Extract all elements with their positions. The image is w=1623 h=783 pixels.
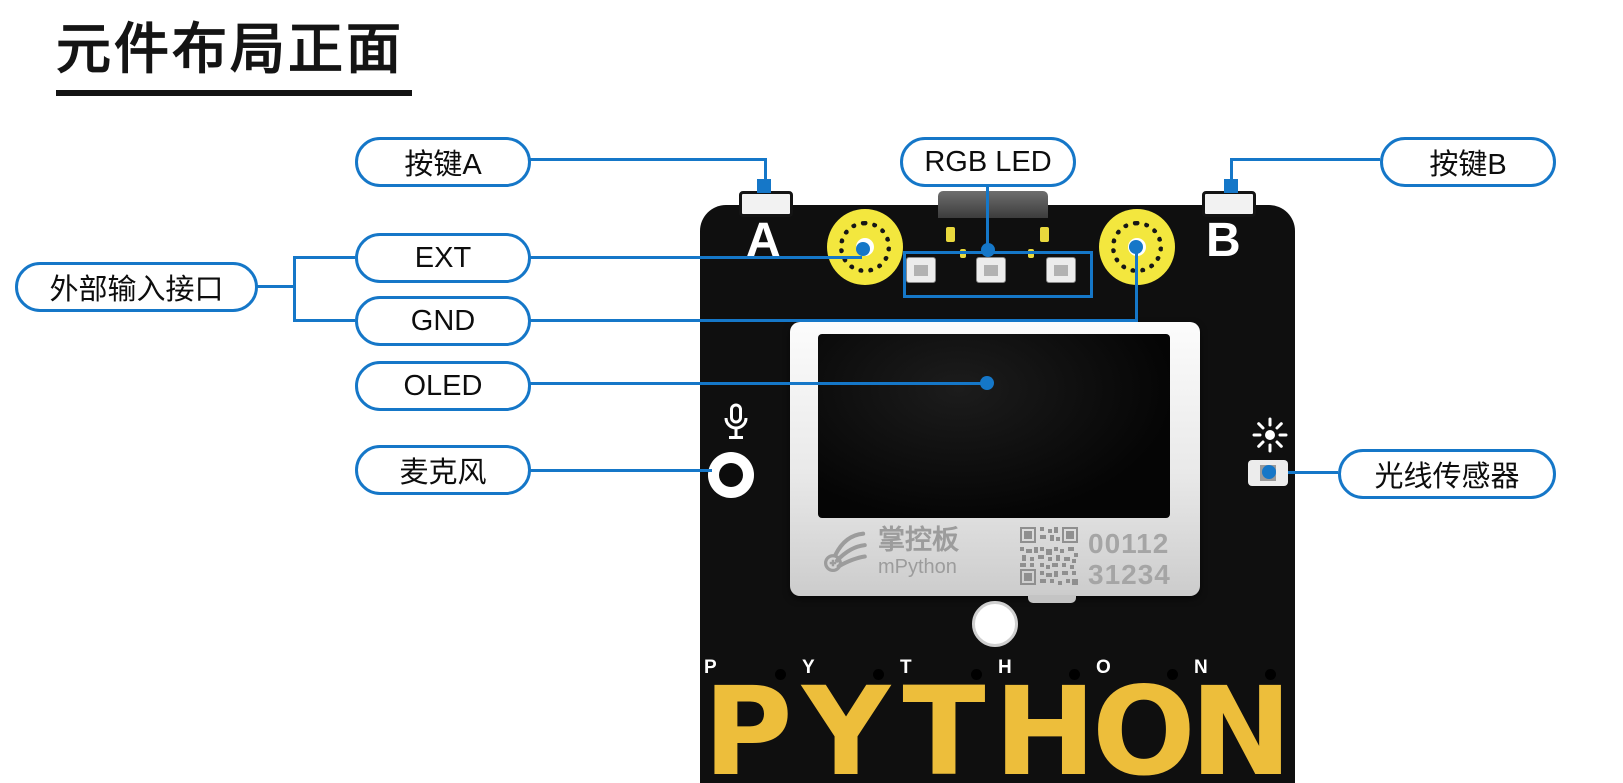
callout-marker-gnd-pad	[1129, 240, 1143, 254]
touch-key-y: Y Y	[798, 655, 894, 783]
serial-line-1: 00112	[1088, 528, 1170, 559]
callout-marker-light-sensor	[1262, 465, 1276, 479]
connector-button-a-vertical	[764, 158, 767, 187]
connector-rgb-led-vertical	[986, 187, 989, 245]
callout-rgb-led: RGB LED	[900, 137, 1076, 187]
callout-light-sensor: 光线传感器	[1338, 449, 1556, 499]
oled-screen	[818, 334, 1170, 518]
oled-module: 掌控板 mPython	[790, 322, 1200, 603]
serial-number: 00112 31234	[1088, 528, 1171, 590]
connector-gnd-vertical	[1135, 247, 1138, 322]
connector-oled-horizontal	[530, 382, 986, 385]
rgb-led-2-die	[984, 264, 998, 276]
connector-ext-horizontal	[530, 256, 862, 259]
callout-ext: EXT	[355, 233, 531, 283]
callout-gnd: GND	[355, 296, 531, 346]
button-b-tab	[1202, 191, 1256, 217]
touch-key-p-letter: P	[703, 661, 793, 783]
rgb-led-2	[976, 257, 1006, 283]
touch-key-y-contact-dot	[873, 669, 884, 680]
qr-code	[1020, 527, 1078, 585]
touch-key-p-pin-label: P	[704, 657, 717, 678]
rgb-led-1	[906, 257, 936, 283]
touch-key-n-letter: N	[1190, 661, 1293, 783]
solder-pad	[1040, 227, 1049, 242]
usb-connector	[938, 191, 1048, 218]
callout-marker-button-b	[1224, 179, 1238, 193]
rgb-led-1-die	[914, 264, 928, 276]
touch-key-t-pin-label: T	[900, 657, 912, 678]
oled-connector-tab	[1028, 595, 1076, 603]
touch-key-n-contact-dot	[1265, 669, 1276, 680]
touch-key-o-letter: O	[1092, 661, 1196, 783]
touch-key-h-contact-dot	[1069, 669, 1080, 680]
connector-button-b-vertical	[1230, 158, 1233, 187]
brand-text: 掌控板 mPython	[878, 524, 959, 578]
callout-marker-rgb-led	[981, 243, 995, 257]
callout-microphone: 麦克风	[355, 445, 531, 495]
microphone-icon	[724, 403, 748, 439]
connector-bracket-to-ext	[293, 256, 355, 259]
button-a-tab	[739, 191, 793, 217]
microphone-component	[708, 452, 754, 498]
mpython-hand-logo-icon	[824, 531, 867, 572]
callout-oled: OLED	[355, 361, 531, 411]
touch-key-o-pin-label: O	[1096, 657, 1111, 678]
microphone-port	[719, 463, 743, 487]
connector-button-b-horizontal	[1232, 158, 1380, 161]
brand-block: 掌控板 mPython	[824, 524, 959, 578]
connector-microphone-horizontal	[530, 469, 712, 472]
connector-external-input-stub	[256, 285, 296, 288]
connector-button-a-horizontal	[530, 158, 766, 161]
touch-key-n-pin-label: N	[1194, 657, 1208, 678]
touch-key-p: P P	[700, 655, 796, 783]
touch-key-t-letter: T	[902, 661, 986, 783]
callout-button-b: 按键B	[1380, 137, 1556, 187]
light-sun-icon	[1252, 417, 1288, 453]
rgb-led-3-die	[1054, 264, 1068, 276]
touch-key-o-contact-dot	[1167, 669, 1178, 680]
touch-key-p-contact-dot	[775, 669, 786, 680]
touch-key-h: H H	[994, 655, 1097, 783]
connector-bracket-to-gnd	[293, 319, 355, 322]
connector-light-sensor-horizontal	[1288, 471, 1338, 474]
solder-pad	[946, 227, 955, 242]
touch-key-n: N N	[1190, 655, 1293, 783]
brand-name: 掌控板	[878, 525, 959, 555]
rgb-led-3	[1046, 257, 1076, 283]
page-title: 元件布局正面	[56, 4, 413, 96]
button-b-silkscreen-label: B	[1206, 214, 1241, 267]
touch-key-h-pin-label: H	[998, 657, 1012, 678]
brand-subtitle: mPython	[878, 556, 957, 578]
touch-key-t: T T	[896, 655, 992, 783]
mounting-hole	[972, 601, 1018, 647]
connector-gnd-horizontal	[530, 319, 1138, 322]
touch-key-h-letter: H	[994, 661, 1097, 783]
callout-marker-button-a	[757, 179, 771, 193]
callout-external-input: 外部输入接口	[15, 262, 258, 312]
callout-marker-oled	[980, 376, 994, 390]
touch-key-t-contact-dot	[971, 669, 982, 680]
callout-button-a: 按键A	[355, 137, 531, 187]
serial-line-2: 31234	[1088, 559, 1171, 590]
touch-key-y-letter: Y	[801, 661, 891, 783]
rgb-led-highlight-box	[903, 251, 1093, 298]
mpython-board: A B	[700, 191, 1295, 783]
touch-key-y-pin-label: Y	[802, 657, 815, 678]
touch-key-o: O O	[1092, 655, 1196, 783]
callout-marker-ext-pad	[856, 242, 870, 256]
connector-external-input-bracket	[293, 256, 296, 322]
